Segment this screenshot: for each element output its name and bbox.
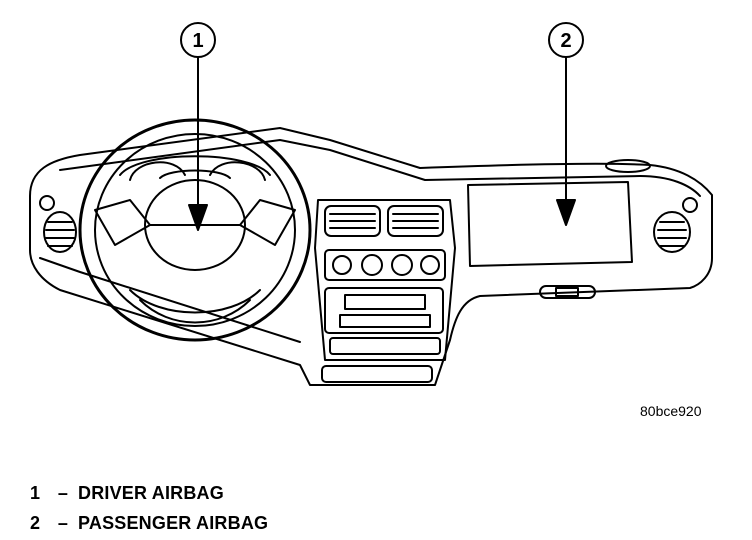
legend-separator: – (57, 513, 69, 533)
callout-2-marker (548, 22, 584, 226)
passenger-airbag-door (467, 181, 633, 267)
legend-label: PASSENGER AIRBAG (78, 513, 269, 533)
dash-top-edge (59, 139, 701, 197)
callout-2-number: 2 (560, 30, 571, 52)
center-stack (314, 199, 456, 383)
callout-1-marker (180, 22, 216, 231)
legend-item-passenger-airbag: 2–PASSENGER AIRBAG (30, 513, 268, 534)
steering-wheel (78, 118, 312, 342)
driver-airbag-hub (144, 169, 246, 271)
center-vent-left (324, 205, 381, 237)
legend-separator: – (57, 483, 69, 503)
dashboard-outline (29, 127, 713, 386)
glove-box-latch (539, 285, 596, 299)
dash-lower-crease (39, 257, 301, 343)
climate-panel (324, 249, 446, 281)
lower-console-tray (321, 365, 433, 383)
legend-number: 1 (30, 483, 41, 503)
center-vent-right (387, 205, 444, 237)
legend-item-driver-airbag: 1–DRIVER AIRBAG (30, 483, 224, 504)
instrument-cluster (129, 161, 266, 181)
figure-code: 80bce920 (640, 403, 702, 419)
legend-number: 2 (30, 513, 41, 533)
right-side-vent (605, 159, 698, 253)
radio-unit (324, 287, 444, 334)
left-side-vent (39, 195, 77, 253)
callout-1-number: 1 (192, 30, 203, 52)
legend-label: DRIVER AIRBAG (78, 483, 224, 503)
